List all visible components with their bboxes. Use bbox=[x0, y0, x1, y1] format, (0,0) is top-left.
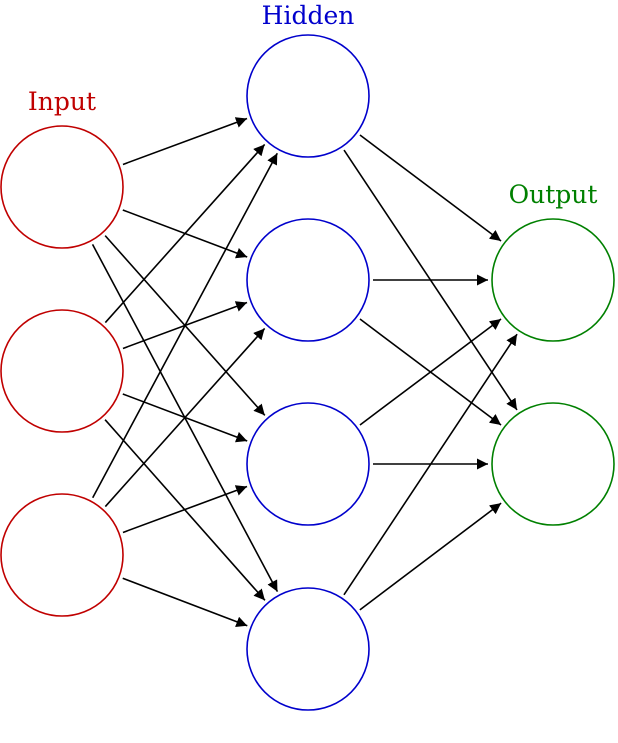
hidden-node-2 bbox=[246, 218, 370, 342]
edges-group bbox=[91, 117, 518, 628]
hidden-layer-label: Hidden bbox=[262, 1, 355, 30]
edge-input1-hidden1 bbox=[122, 117, 248, 166]
input-node-2 bbox=[0, 309, 124, 433]
edge-hidden1-output1 bbox=[359, 134, 502, 242]
input-layer-label: Input bbox=[28, 87, 96, 116]
output-node-2 bbox=[491, 402, 615, 526]
edge-input3-hidden4 bbox=[122, 577, 248, 628]
edge-hidden3-output1 bbox=[359, 318, 502, 426]
hidden-node-3 bbox=[246, 402, 370, 526]
edge-input3-hidden3 bbox=[122, 485, 248, 534]
hidden-node-4 bbox=[246, 587, 370, 711]
edge-hidden4-output1 bbox=[343, 333, 518, 596]
output-node-1 bbox=[491, 218, 615, 342]
edge-input3-hidden1 bbox=[91, 152, 279, 499]
nodes-group bbox=[0, 34, 615, 711]
edge-hidden4-output2 bbox=[359, 502, 502, 611]
hidden-node-1 bbox=[246, 34, 370, 158]
labels-group: Input Hidden Output bbox=[28, 1, 597, 209]
input-node-3 bbox=[0, 493, 124, 617]
input-node-1 bbox=[0, 125, 124, 249]
edge-input3-hidden2 bbox=[104, 327, 266, 508]
output-layer-label: Output bbox=[509, 180, 598, 209]
edge-input2-hidden1 bbox=[104, 143, 266, 324]
